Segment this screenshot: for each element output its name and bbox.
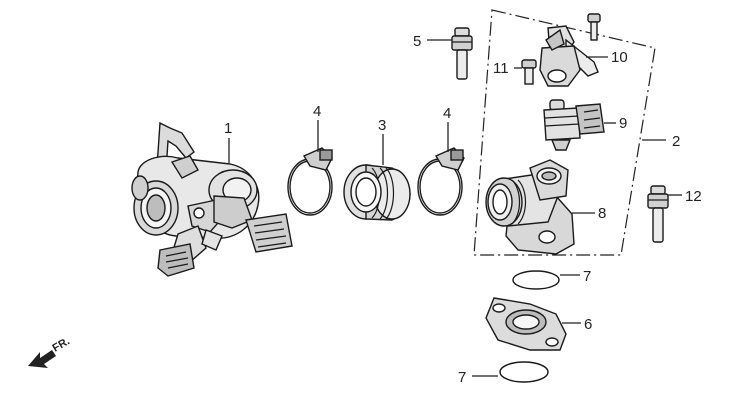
front-direction-label: FR.: [51, 335, 72, 354]
screw-11-part: [521, 59, 537, 85]
front-direction-marker: FR.: [28, 335, 72, 368]
o-ring-upper-part: [512, 270, 560, 290]
assembly-2-outline: [473, 9, 656, 256]
intake-pipe-part: [485, 159, 575, 255]
fuel-injector-part: [543, 99, 605, 151]
callout-12: 12: [685, 188, 702, 205]
callout-9: 9: [619, 115, 627, 132]
fuel-joint-part: [539, 13, 601, 87]
insulator-boot-part: [343, 164, 411, 221]
insulator-plate-part: [485, 297, 567, 351]
hose-clamp-right-part: [417, 147, 465, 216]
callout-8: 8: [598, 205, 606, 222]
callout-7-lower: 7: [458, 369, 466, 386]
callout-11: 11: [493, 60, 509, 77]
callout-10: 10: [611, 49, 628, 66]
throttle-body-part: [131, 121, 293, 277]
o-ring-lower-part: [499, 361, 549, 383]
callout-7-upper: 7: [583, 268, 591, 285]
callout-4-left: 4: [313, 103, 321, 120]
hose-clamp-left-part: [287, 147, 333, 216]
arrow-front-icon: [28, 350, 56, 368]
callout-2: 2: [672, 133, 680, 150]
callout-5: 5: [413, 33, 421, 50]
bolt-5-part: [451, 27, 473, 80]
leader-lines: [228, 39, 682, 377]
callout-labels: 1 4 3 4 5 10 11 9 2 8 12 7 6 7: [224, 33, 702, 386]
callout-3: 3: [378, 117, 386, 134]
callout-4-right: 4: [443, 105, 451, 122]
bolt-12-part: [647, 185, 669, 243]
callout-1: 1: [224, 120, 232, 137]
callout-6: 6: [584, 316, 592, 333]
